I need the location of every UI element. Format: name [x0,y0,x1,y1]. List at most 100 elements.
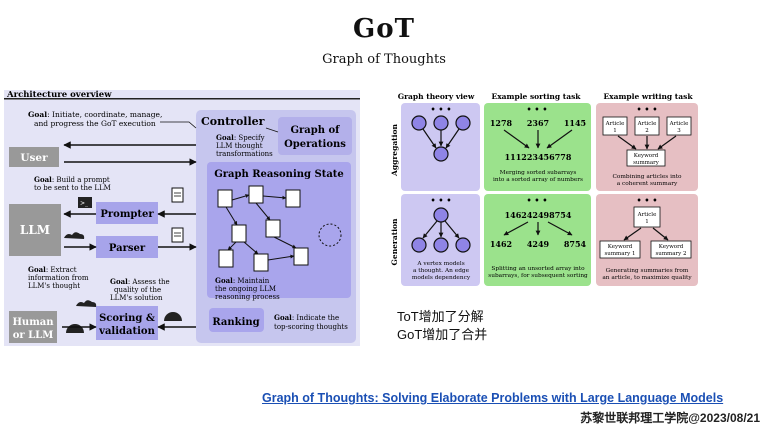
human-label-1: Human [12,317,54,328]
document-icon [171,227,184,243]
scoring-goal-line3: LLM's solution [110,294,163,302]
cell-generation-writing [596,194,698,286]
prompter-goal-line2: to be sent to the LLM [34,184,111,192]
write-caption: Generating summaries from [606,268,689,274]
controller-goal-line2: and progress the GoT execution [34,119,156,128]
sort-caption: into a sorted array of numbers [493,177,583,183]
goo-goal: Goal: Specify [216,133,265,142]
controller-goal: Goal: Initiate, coordinate, manage, [28,110,162,119]
graph-of-operations-box [278,117,352,155]
svg-text:>_: >_ [80,200,88,207]
svg-text:3: 3 [677,128,681,134]
human-label-2: or LLM [13,330,54,341]
sort-input: 1278 [490,118,513,128]
scoring-label-1: Scoring & [99,313,155,324]
sort-output: 4249 [527,239,550,249]
grs-goal-line3: reasoning process [215,293,280,301]
reasoning-graph [217,185,342,272]
sort-caption: Merging sorted subarrays [500,170,577,176]
dots: • • • [527,195,548,205]
row-label-aggregation: Aggregation [390,124,399,177]
scoring-goal-line2: quality of the [114,286,161,294]
thought-cloud-icon [64,232,85,239]
document-icon [171,187,184,203]
svg-text:summary 2: summary 2 [655,251,686,257]
graph-of-operations-label-1: Graph of [290,125,340,136]
gauge-icon [164,312,182,321]
dots: • • • [637,104,658,114]
sort-caption: Splitting an unsorted array into [491,266,585,272]
note-tot: ToT增加了分解 [397,309,484,324]
parser-goal-line3: LLM's thought [28,282,80,290]
parser-goal: Goal: Extract [28,265,77,274]
graph-caption: A vertex models [416,261,464,267]
architecture-overview-figure: Architecture overview Controller Goal: I… [4,90,360,346]
article-label: Article [605,121,625,127]
graph-caption: models dependency [412,275,471,281]
paper-link[interactable]: Graph of Thoughts: Solving Elaborate Pro… [262,391,724,405]
svg-text:summary: summary [633,160,660,166]
terminal-icon [78,197,92,208]
grs-goal: Goal: Maintain [215,276,270,285]
controller-label: Controller [201,115,265,128]
generation-graph [411,207,471,253]
architecture-header: Architecture overview [6,90,112,100]
article-label: Article [669,121,689,127]
scoring-label-2: validation [98,326,155,337]
graph-caption: a thought. An edge [413,268,470,274]
write-caption: an article, to maximize quality [602,275,692,281]
col-header-writing: Example writing task [603,92,693,101]
sort-input: 146242498754 [505,210,572,220]
examples-grid-figure: Graph theory view Example sorting task E… [390,92,698,286]
col-header-graph: Graph theory view [398,92,475,101]
dots: • • • [637,195,658,205]
ranking-goal: Goal: Indicate the [274,313,339,322]
sort-output: 8754 [564,239,587,249]
parser-box [96,236,158,258]
dots: • • • [431,104,452,114]
article-label: Article [637,121,657,127]
prompter-label: Prompter [100,209,154,220]
scoring-goal: Goal: Assess the [110,277,170,286]
goo-goal-line3: transformations [216,150,273,158]
row-label-generation: Generation [390,218,399,266]
ranking-goal-line2: top-scoring thoughts [274,323,348,331]
svg-text:1: 1 [613,128,617,134]
article-label: Article [637,212,657,218]
slide-title: GoT [353,14,415,44]
dots: • • • [527,104,548,114]
svg-text:1: 1 [645,219,649,225]
sort-input: 1145 [564,118,586,128]
parser-label: Parser [109,243,146,254]
human-or-llm-box [9,311,57,343]
write-caption: a coherent summary [617,181,678,187]
sort-output: 111223456778 [505,152,572,162]
llm-box [9,204,61,256]
cell-generation-sorting [484,194,591,286]
prompter-goal: Goal: Build a prompt [34,175,110,184]
summary-label: Keyword [634,153,659,159]
svg-text:2: 2 [645,128,649,134]
parser-goal-line2: information from [28,274,89,282]
user-label: User [20,152,48,164]
grs-goal-line2: the ongoing LLM [215,285,276,293]
write-caption: Combining articles into [612,174,682,180]
graph-of-operations-label-2: Operations [284,139,346,150]
ranking-label: Ranking [212,317,259,328]
sort-input: 2367 [527,118,549,128]
credit-text: 苏黎世联邦理工学院@2023/08/21 [580,411,760,425]
svg-text:summary 1: summary 1 [604,251,635,257]
note-got: GoT增加了合并 [397,327,488,342]
dots: • • • [431,195,452,205]
ranking-box [209,308,264,332]
prompter-box [96,202,158,224]
summary-label: Keyword [608,244,633,250]
thought-cloud-icon [76,300,97,307]
aggregation-graph [411,115,471,162]
user-box [9,147,59,167]
summary-label: Keyword [659,244,684,250]
grs-label: Graph Reasoning State [214,169,344,180]
slide-subtitle: Graph of Thoughts [322,52,446,67]
llm-label: LLM [20,223,50,237]
goo-goal-line2: LLM thought [216,142,263,150]
